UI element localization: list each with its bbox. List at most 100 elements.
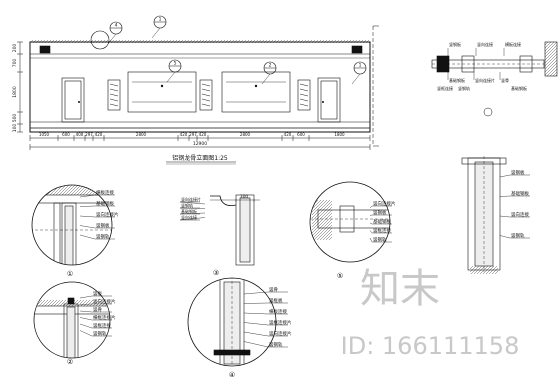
leader-label: 竖向连接片 — [269, 330, 292, 337]
hatch-line — [194, 39, 199, 44]
leader-label: 竖向连接片 — [96, 211, 119, 218]
hatch-line — [494, 270, 499, 275]
hatch-line — [544, 41, 558, 55]
hatch-line — [128, 39, 133, 44]
hatch-line — [191, 39, 196, 44]
hatch-line — [245, 39, 250, 44]
hatch-line — [227, 39, 232, 44]
detail-mark-circle — [90, 30, 110, 50]
hatch-line — [368, 41, 371, 44]
hatch-line — [296, 39, 301, 44]
hatch-line — [59, 39, 64, 44]
hatch-line — [236, 39, 241, 44]
wall-hatch — [311, 199, 333, 241]
hatch-line — [311, 199, 325, 213]
hatch-line — [302, 39, 307, 44]
hatch-line — [469, 265, 477, 273]
height-dim-label: 500 — [12, 114, 18, 123]
ornament-3 — [297, 79, 311, 111]
callout-leader — [107, 33, 117, 45]
hatch-line — [311, 199, 322, 210]
leader-label: 竖钢轨 — [181, 202, 193, 208]
ornament-stroke — [201, 88, 211, 92]
window-panel-1 — [127, 71, 197, 113]
hatch-line — [29, 39, 34, 44]
hatch-line — [197, 39, 202, 44]
door-handle — [78, 101, 80, 103]
leader-label: 竖向连接 — [181, 214, 197, 220]
leader-line — [79, 317, 93, 321]
window-panel-2 — [221, 71, 291, 113]
hatch-line — [311, 203, 333, 225]
leader-line — [79, 225, 96, 229]
detail-number: ② — [67, 358, 73, 366]
leader-line — [79, 215, 96, 218]
hatch-line — [311, 206, 333, 228]
width-dim-label: 420 — [199, 132, 207, 137]
detail-number: ⑤ — [337, 272, 343, 280]
ornament-2 — [199, 79, 213, 111]
watermark-logo: 知末 — [360, 266, 440, 312]
hatch-line — [37, 185, 49, 196]
leader-line — [499, 215, 511, 218]
hatch-line — [41, 299, 49, 307]
hatch-line — [311, 39, 316, 44]
hatch-line — [89, 299, 97, 307]
leader-label: 竖向连接片 — [181, 196, 201, 202]
width-dim-label: 600 — [297, 132, 305, 137]
hatch-line — [239, 39, 244, 44]
wall-hatch — [544, 41, 558, 77]
hatch-line — [119, 194, 120, 195]
hatch-line — [233, 39, 238, 44]
hatch-line — [314, 39, 319, 44]
leader-line — [243, 341, 269, 348]
column-core — [239, 197, 251, 263]
hatch-line — [77, 299, 85, 307]
hatch-line — [117, 303, 120, 306]
leader-label: 基础钢板 — [96, 200, 114, 207]
ornament-stroke — [109, 103, 119, 107]
ornament-stroke — [201, 103, 211, 107]
upper-mark — [39, 45, 51, 54]
hatch-line — [479, 265, 489, 275]
ornament-stroke — [299, 83, 309, 87]
hatch-line — [215, 39, 220, 44]
ornament-1 — [107, 79, 121, 111]
hatch-line — [71, 39, 76, 44]
height-dim-label: 1800 — [12, 86, 18, 98]
hatch-line — [311, 200, 333, 222]
hatch-line — [254, 39, 259, 44]
hatch-line — [98, 299, 106, 307]
leader-line — [79, 330, 93, 337]
hatch-line — [311, 199, 331, 219]
hatch-line — [58, 185, 70, 196]
hatch-line — [92, 39, 97, 44]
hatch-line — [38, 299, 46, 307]
detail-boundary — [31, 184, 113, 266]
hatch-line — [134, 39, 139, 44]
hatch-line — [86, 39, 91, 44]
hatch-line — [50, 299, 58, 307]
height-dim-label: 200 — [12, 44, 18, 53]
hatch-line — [469, 265, 474, 270]
ornament-stroke — [201, 83, 211, 87]
hatch-line — [544, 41, 555, 52]
leader-label: 竖向连接片 — [93, 298, 116, 305]
total-width-label: 12900 — [193, 141, 207, 147]
leader-label: 竖钢板 — [373, 209, 387, 216]
leader-line — [179, 201, 206, 205]
leader-label: 竖钢轨 — [458, 85, 470, 91]
ornament-stroke — [201, 98, 211, 102]
ornament-stroke — [299, 93, 309, 97]
leader-line — [243, 291, 269, 295]
leader-label: 竖钢轨 — [373, 236, 387, 243]
hatch-line — [47, 299, 55, 307]
hatch-line — [131, 39, 136, 44]
column-section — [61, 202, 77, 265]
hatch-line — [347, 39, 352, 44]
hatch-line — [322, 230, 333, 241]
leader-label: 基础钢板 — [373, 218, 391, 225]
width-dim-label: 420 — [180, 132, 188, 137]
